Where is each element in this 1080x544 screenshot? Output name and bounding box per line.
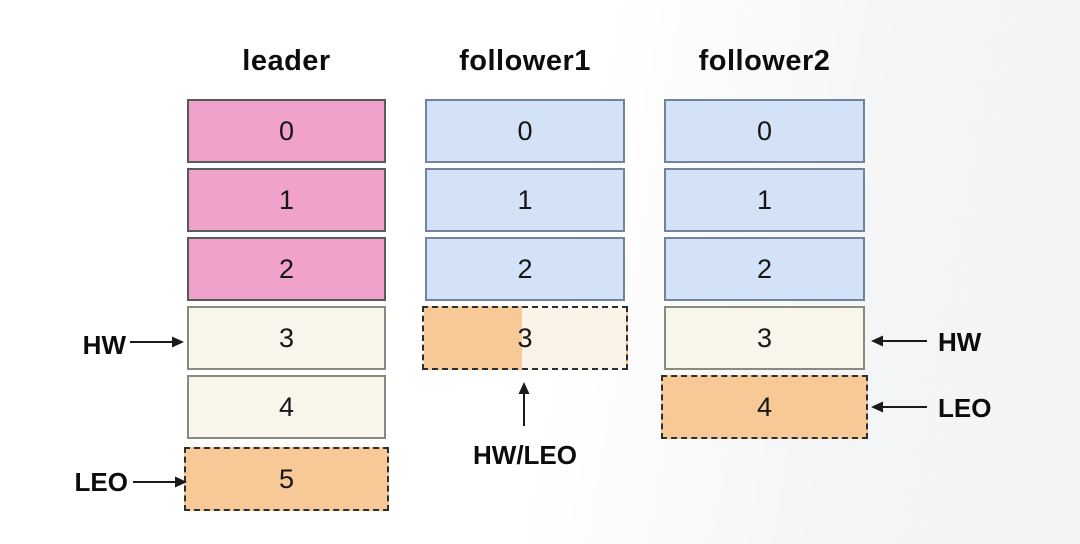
- entry-label: 0: [517, 115, 533, 146]
- leader-log-entry-1: 1: [187, 168, 386, 232]
- entry-label: 1: [756, 184, 773, 215]
- entry-label: 1: [278, 184, 295, 215]
- follower2-log-entry-2: 2: [664, 237, 865, 301]
- follower1-log-entry-2: 2: [425, 237, 625, 301]
- follower2-log-entry-0: 0: [664, 99, 865, 163]
- leader-hw-arrow-right-icon: [130, 336, 184, 348]
- leader-column-title: leader: [242, 45, 331, 77]
- follower2-hw-arrow-left-icon: [871, 335, 927, 347]
- entry-label: 0: [278, 115, 295, 146]
- entry-label: 2: [517, 253, 533, 284]
- leader-hw-label: HW: [82, 330, 126, 360]
- follower2-log-entry-3: 3: [664, 306, 865, 370]
- entry-label: 2: [278, 253, 295, 284]
- entry-label: 4: [278, 391, 295, 422]
- entry-label: 5: [278, 463, 295, 494]
- follower1-log-entry-3-hw-leo: 3: [422, 306, 628, 370]
- leader-log-entry-0: 0: [187, 99, 386, 163]
- follower2-leo-label: LEO: [938, 393, 992, 423]
- leader-log-entry-3: 3: [187, 306, 386, 370]
- entry-label: 1: [517, 184, 533, 215]
- follower2-log-entry-4-leo: 4: [661, 375, 868, 439]
- follower2-hw-label: HW: [938, 327, 982, 357]
- follower1-log-entry-0: 0: [425, 99, 625, 163]
- entry-label: 3: [756, 322, 773, 353]
- follower2-log-entry-1: 1: [664, 168, 865, 232]
- entry-label: 3: [517, 322, 533, 353]
- follower1-hw-leo-label: HW/LEO: [473, 440, 577, 470]
- follower2-leo-arrow-left-icon: [871, 401, 927, 413]
- follower1-hw-leo-arrow-up-icon: [518, 382, 530, 426]
- follower1-log-entry-1: 1: [425, 168, 625, 232]
- entry-label: 2: [756, 253, 773, 284]
- follower1-column-title: follower1: [459, 45, 591, 77]
- entry-label: 3: [278, 322, 295, 353]
- entry-label: 0: [756, 115, 773, 146]
- follower2-column-title: follower2: [698, 45, 831, 77]
- leader-log-entry-4: 4: [187, 375, 386, 439]
- leader-leo-label: LEO: [74, 467, 128, 497]
- entry-label: 4: [756, 391, 773, 422]
- leader-leo-arrow-right-icon: [133, 476, 187, 488]
- leader-log-entry-5-leo: 5: [184, 447, 389, 511]
- leader-log-entry-2: 2: [187, 237, 386, 301]
